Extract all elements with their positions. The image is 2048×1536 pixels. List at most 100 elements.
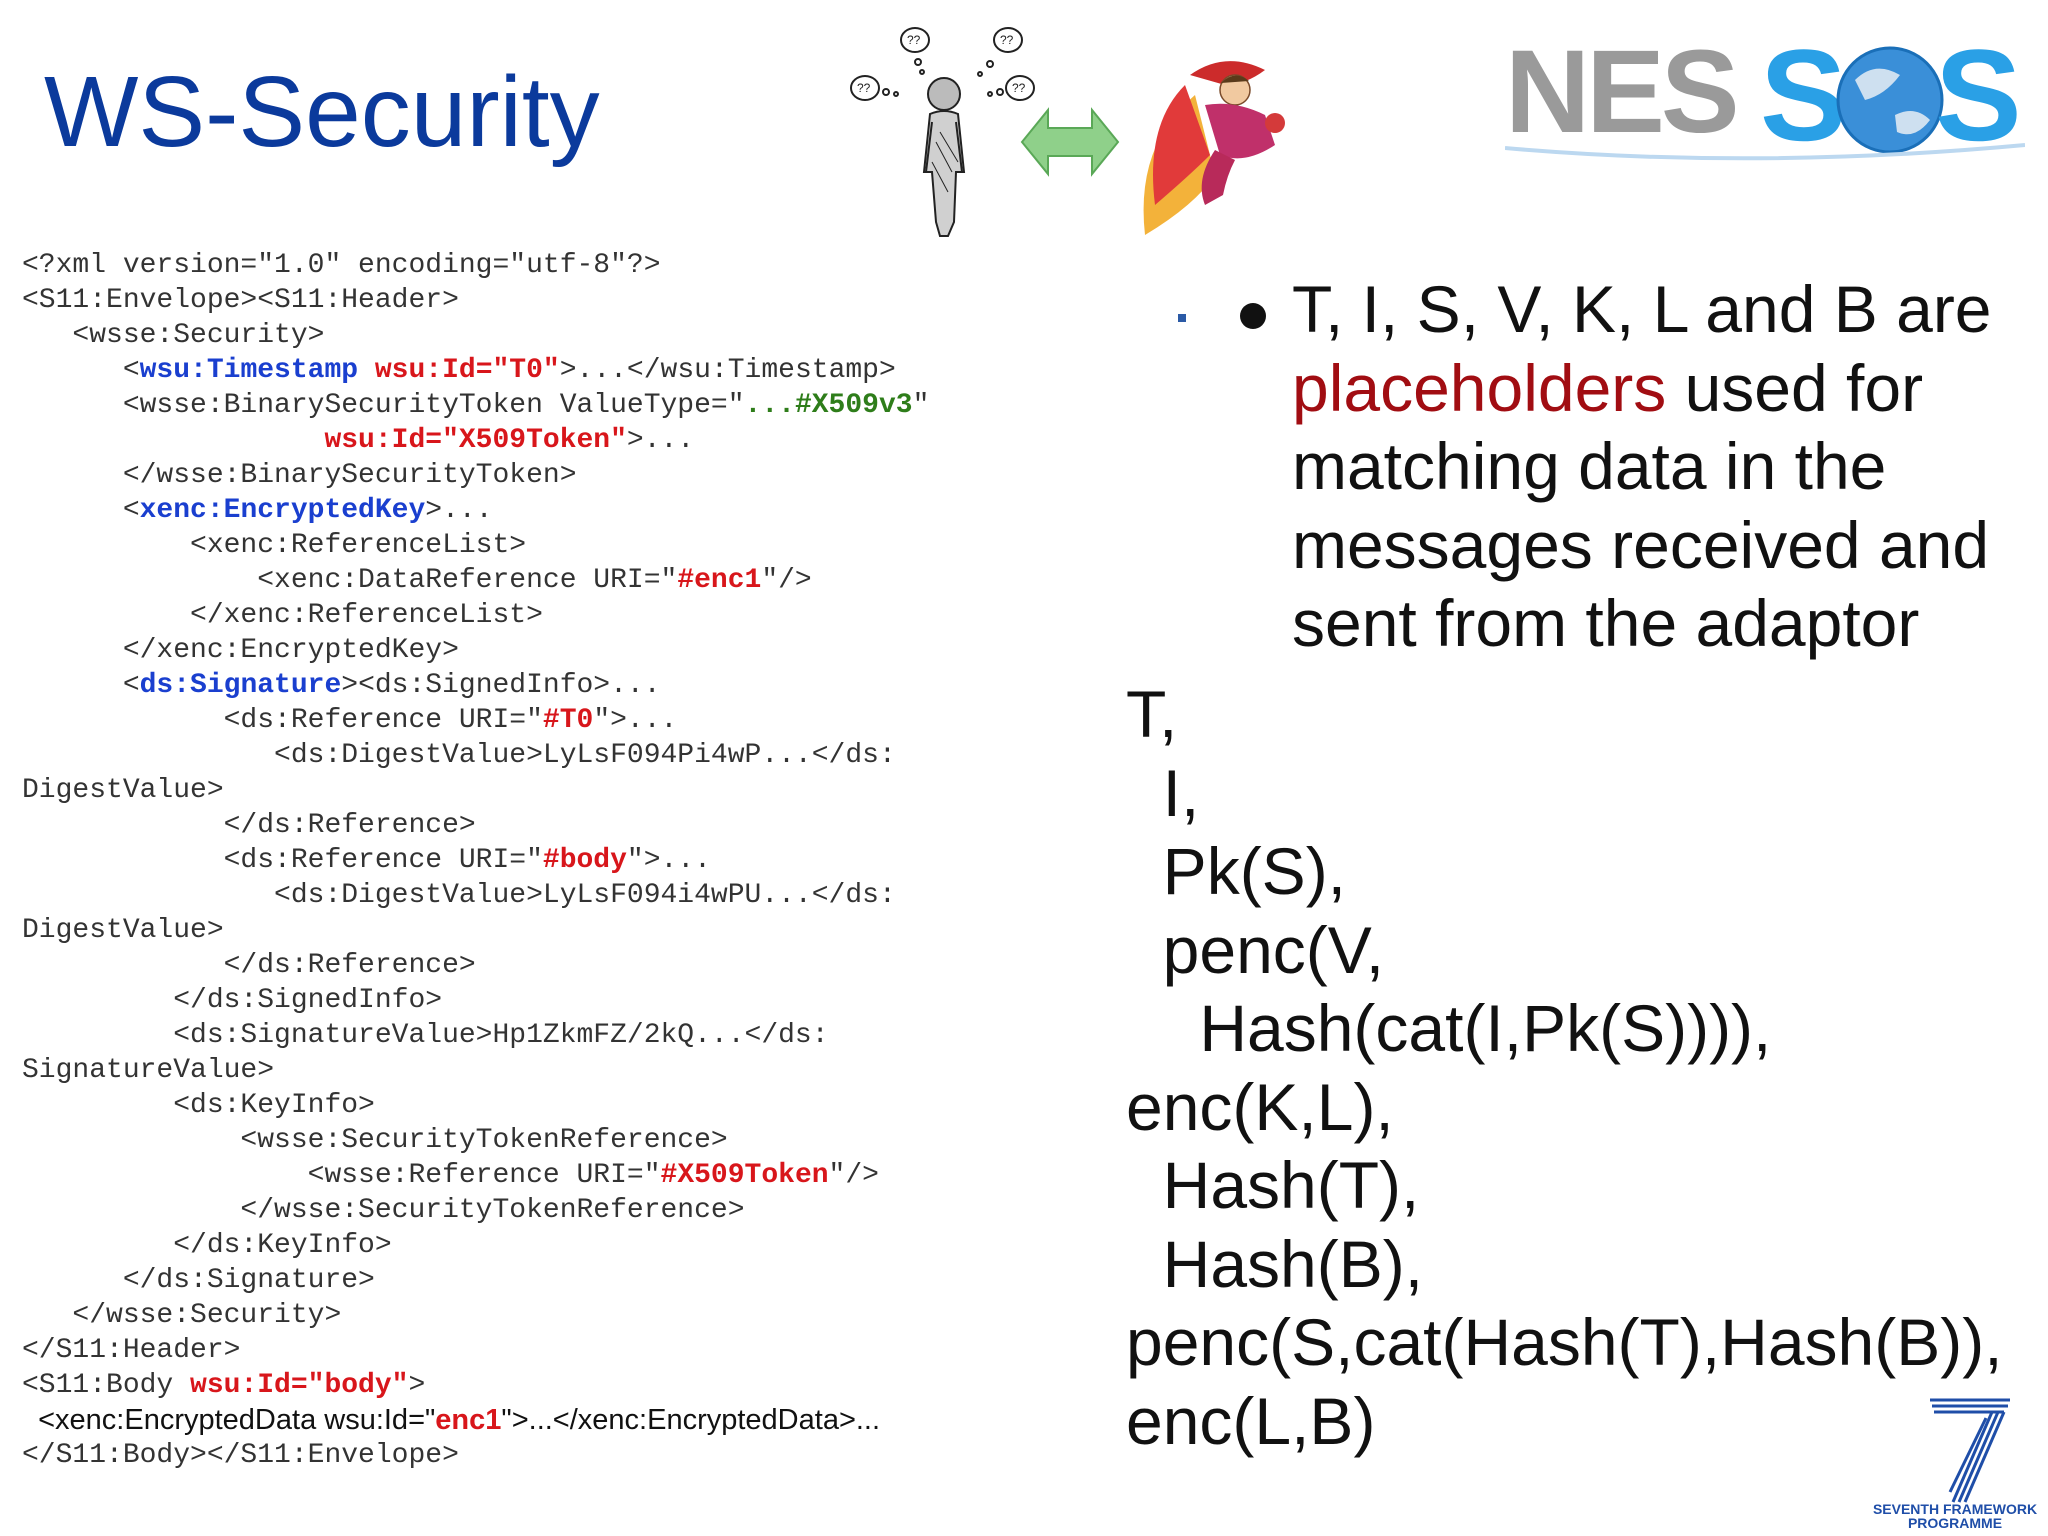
code-line: <ds:Reference URI="#body">... [22, 843, 1032, 878]
placeholders-highlight: placeholders [1292, 350, 1667, 425]
code-line: <ds:DigestValue>LyLsF094i4wPU...</ds: [22, 878, 1032, 913]
code-token: <?xml version="1.0" encoding="utf-8"?> [22, 250, 661, 281]
code-line: <ds:SignatureValue>Hp1ZkmFZ/2kQ...</ds: [22, 1018, 1032, 1053]
code-line: <ds:KeyInfo> [22, 1088, 1032, 1123]
code-token: </xenc:ReferenceList> [22, 600, 543, 631]
code-token: <wsse:SecurityTokenReference> [22, 1125, 728, 1156]
code-token: xenc:EncryptedKey [139, 495, 426, 526]
code-line: <ds:Signature><ds:SignedInfo>... [22, 668, 1032, 703]
code-token: <ds:DigestValue>LyLsF094i4wPU...</ds: [22, 880, 896, 911]
code-line: <S11:Envelope><S11:Header> [22, 283, 1032, 318]
code-token: </ds:Reference> [22, 950, 476, 981]
code-token: <ds:DigestValue>LyLsF094Pi4wP...</ds: [22, 740, 896, 771]
confused-person-illustration: ???? ???? [850, 27, 1035, 237]
code-token: "/> [761, 565, 812, 596]
code-token: <wsse:BinarySecurityToken ValueType=" [22, 390, 745, 421]
code-line: </ds:Signature> [22, 1263, 1032, 1298]
svg-text:??: ?? [1000, 33, 1014, 47]
code-token: <ds:Reference URI=" [22, 845, 543, 876]
thought-bubble-2 [993, 27, 1023, 53]
code-token: <wsse:Security> [22, 320, 325, 351]
code-token: </S11:Body></S11:Envelope> [22, 1440, 459, 1471]
thought-bubble-1 [900, 27, 930, 53]
code-token: #enc1 [677, 565, 762, 596]
code-token: </S11:Header> [22, 1335, 241, 1366]
code-line: </wsse:Security> [22, 1298, 1032, 1333]
formula-line: enc(K,L), [1126, 1069, 1394, 1144]
code-token: "/> [828, 1160, 879, 1191]
code-token: " [912, 390, 930, 421]
code-token: <ds:SignatureValue>Hp1ZkmFZ/2kQ...</ds: [22, 1020, 829, 1051]
thought-bubble-3 [850, 75, 880, 101]
code-token: <ds:KeyInfo> [22, 1090, 375, 1121]
nessos-logo: NES S S [1505, 22, 2025, 168]
code-line: </xenc:EncryptedKey> [22, 633, 1032, 668]
code-token: wsu:Id="body" [190, 1370, 409, 1401]
code-token: < [22, 355, 140, 386]
code-token: </ds:Reference> [22, 810, 476, 841]
code-token: wsu:Id="X509Token" [324, 425, 627, 456]
code-token [358, 355, 375, 386]
code-token: <ds:Reference URI=" [22, 705, 543, 736]
formula-line: T, [1126, 677, 1178, 751]
code-token: ">... [593, 705, 678, 736]
formula-line: penc(V, [1126, 912, 1385, 987]
code-line: </wsse:BinarySecurityToken> [22, 458, 1032, 493]
nessos-logo-text: NES [1505, 26, 1736, 158]
code-token: DigestValue> [22, 775, 224, 806]
formula-line: enc(L,B) [1126, 1383, 1376, 1458]
fp7-logo: SEVENTH FRAMEWORK PROGRAMME [1873, 1398, 2037, 1531]
svg-text:??: ?? [857, 81, 871, 95]
svg-text:??: ?? [907, 33, 921, 47]
placeholder-explanation: T, I, S, V, K, L and B are placeholders … [1292, 272, 1992, 660]
code-token: <xenc:EncryptedData wsu:Id=" [22, 1404, 436, 1436]
thought-bubble-4 [1005, 75, 1035, 101]
code-line: DigestValue> [22, 913, 1032, 948]
xml-code-block: <?xml version="1.0" encoding="utf-8"?><S… [22, 248, 1032, 1473]
code-token: </ds:SignedInfo> [22, 985, 443, 1016]
code-line: <wsse:Security> [22, 318, 1032, 353]
code-line: <xenc:EncryptedKey>... [22, 493, 1032, 528]
svg-text:??: ?? [1012, 81, 1026, 95]
slide-title: WS-Security [44, 56, 600, 168]
code-token: wsu:Id="T0" [374, 355, 560, 386]
code-token: >... [626, 425, 695, 456]
code-token: ">...</xenc:EncryptedData>... [501, 1404, 881, 1436]
code-token: <S11:Body [22, 1370, 191, 1401]
code-token: SignatureValue> [22, 1055, 275, 1086]
code-token: >... [425, 495, 493, 526]
code-token [22, 425, 324, 456]
code-line: <ds:DigestValue>LyLsF094Pi4wP...</ds: [22, 738, 1032, 773]
formula-line: I, [1126, 755, 1200, 830]
formula-line: penc(S,cat(Hash(T),Hash(B)), [1126, 1305, 2003, 1379]
code-line: </xenc:ReferenceList> [22, 598, 1032, 633]
code-line: SignatureValue> [22, 1053, 1032, 1088]
formula-line: Hash(B), [1126, 1226, 1424, 1301]
fp7-line1: SEVENTH FRAMEWORK [1873, 1501, 2037, 1517]
code-line: </S11:Body></S11:Envelope> [22, 1438, 1032, 1473]
code-token: < [22, 495, 140, 526]
nessos-logo-s2: S [1935, 22, 2022, 168]
globe-icon [1836, 46, 1944, 154]
code-token: </wsse:BinarySecurityToken> [22, 460, 577, 491]
formula-line: Hash(cat(I,Pk(S)))), [1126, 991, 1772, 1065]
code-token: ">... [626, 845, 711, 876]
code-line: wsu:Id="X509Token">... [22, 423, 1032, 458]
bullet-dot [1240, 303, 1266, 329]
code-token: <xenc:DataReference URI=" [22, 565, 678, 596]
code-line: <wsse:SecurityTokenReference> [22, 1123, 1032, 1158]
code-token: </ds:Signature> [22, 1265, 375, 1296]
code-token: >...</wsu:Timestamp> [559, 355, 896, 386]
code-line: <?xml version="1.0" encoding="utf-8"?> [22, 248, 1032, 283]
superhero-illustration [1143, 61, 1285, 235]
code-line: <ds:Reference URI="#T0">... [22, 703, 1032, 738]
slide-bullet-marker [1178, 314, 1186, 322]
code-token: #T0 [542, 705, 594, 736]
code-line: <xenc:DataReference URI="#enc1"/> [22, 563, 1032, 598]
code-token: DigestValue> [22, 915, 224, 946]
code-line: <wsse:Reference URI="#X509Token"/> [22, 1158, 1032, 1193]
code-line: <xenc:ReferenceList> [22, 528, 1032, 563]
code-line: <wsse:BinarySecurityToken ValueType="...… [22, 388, 1032, 423]
code-token: ...#X509v3 [744, 390, 913, 421]
code-token: </xenc:EncryptedKey> [22, 635, 459, 666]
